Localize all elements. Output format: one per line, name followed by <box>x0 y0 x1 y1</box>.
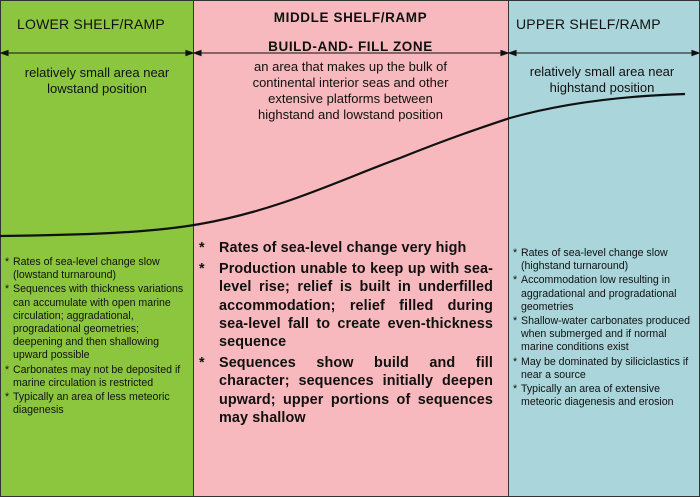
bullet-star-icon: * <box>5 391 10 404</box>
bullet-star-icon: * <box>5 363 10 376</box>
lower-zone-bullet-list: *Rates of sea-level change slow (lowstan… <box>5 256 189 418</box>
middle-bullet-text: Rates of sea-level change very high <box>219 240 467 256</box>
lower-bullet-item: *Carbonates may not be deposited if mari… <box>5 364 189 390</box>
middle-bullet-text: Sequences show build and fill character;… <box>219 355 493 426</box>
upper-bullet-item: *Accommodation low resulting in aggradat… <box>513 274 695 314</box>
middle-shelf-zone: MIDDLE SHELF/RAMP BUILD-AND- FILL ZONE a… <box>193 0 509 497</box>
sea-level-curve <box>0 92 686 238</box>
lower-bullet-item: *Sequences with thickness variations can… <box>5 283 189 362</box>
lower-bullet-text: Carbonates may not be deposited if marin… <box>13 363 181 389</box>
middle-zone-subtitle: BUILD-AND- FILL ZONE <box>268 39 433 54</box>
bullet-star-icon: * <box>513 274 518 287</box>
bullet-star-icon: * <box>513 383 518 396</box>
middle-zone-description: an area that makes up the bulk of contin… <box>252 59 449 122</box>
upper-bullet-item: *Typically an area of extensive meteoric… <box>513 383 695 409</box>
bullet-star-icon: * <box>199 355 205 372</box>
upper-bullet-item: *Rates of sea-level change slow (highsta… <box>513 247 695 273</box>
middle-arrowhead-left-icon <box>192 49 202 57</box>
upper-zone-bullet-list: *Rates of sea-level change slow (highsta… <box>513 247 695 410</box>
middle-arrowhead-right-icon <box>500 49 510 57</box>
lower-bullet-text: Sequences with thickness variations can … <box>13 283 184 362</box>
middle-zone-bullet-list: * Rates of sea-level change very high * Pro… <box>197 239 493 430</box>
bullet-star-icon: * <box>513 247 518 259</box>
upper-arrowhead-right-icon <box>691 49 700 57</box>
upper-bullet-item: *Shallow-water carbonates produced when … <box>513 315 695 355</box>
lower-shelf-zone: LOWER SHELF/RAMP relatively small area n… <box>0 0 194 497</box>
upper-arrowhead-left-icon <box>507 49 517 57</box>
middle-bullet-item: * Sequences show build and fill character… <box>197 354 493 427</box>
upper-bullet-item: *May be dominated by siliciclastics if n… <box>513 356 695 382</box>
lower-zone-description: relatively small area near lowstand posi… <box>24 65 170 96</box>
bullet-star-icon: * <box>513 355 518 368</box>
middle-bullet-item: * Rates of sea-level change very high <box>197 239 493 257</box>
upper-bullet-text: Shallow-water carbonates produced when s… <box>521 315 691 354</box>
lower-bullet-text: Rates of sea-level change slow (lowstand… <box>13 256 160 282</box>
middle-bullet-text: Production unable to keep up with sea-le… <box>219 261 493 351</box>
upper-zone-description: relatively small area near highstand pos… <box>529 64 675 95</box>
middle-bullet-item: * Production unable to keep up with sea-l… <box>197 260 493 351</box>
upper-bullet-text: Accommodation low resulting in aggradati… <box>521 274 677 313</box>
lower-zone-title: LOWER SHELF/RAMP <box>17 16 165 32</box>
bullet-star-icon: * <box>199 261 205 278</box>
upper-zone-title: UPPER SHELF/RAMP <box>516 16 661 32</box>
middle-zone-title: MIDDLE SHELF/RAMP <box>273 10 428 25</box>
lower-arrowhead-left-icon <box>0 49 9 57</box>
upper-bullet-text: Rates of sea-level change slow (highstan… <box>521 247 668 273</box>
lower-arrowhead-right-icon <box>185 49 195 57</box>
bullet-star-icon: * <box>199 240 205 256</box>
upper-shelf-zone: UPPER SHELF/RAMP relatively small area n… <box>508 0 700 497</box>
bullet-star-icon: * <box>5 283 10 296</box>
upper-bullet-text: Typically an area of extensive meteoric … <box>521 383 674 409</box>
lower-bullet-item: *Typically an area of less meteoric diag… <box>5 391 189 417</box>
upper-bullet-text: May be dominated by siliciclastics if ne… <box>521 355 689 381</box>
lower-bullet-text: Typically an area of less meteoric diage… <box>13 391 170 417</box>
bullet-star-icon: * <box>5 256 10 268</box>
lower-bullet-item: *Rates of sea-level change slow (lowstan… <box>5 256 189 282</box>
bullet-star-icon: * <box>513 315 518 328</box>
